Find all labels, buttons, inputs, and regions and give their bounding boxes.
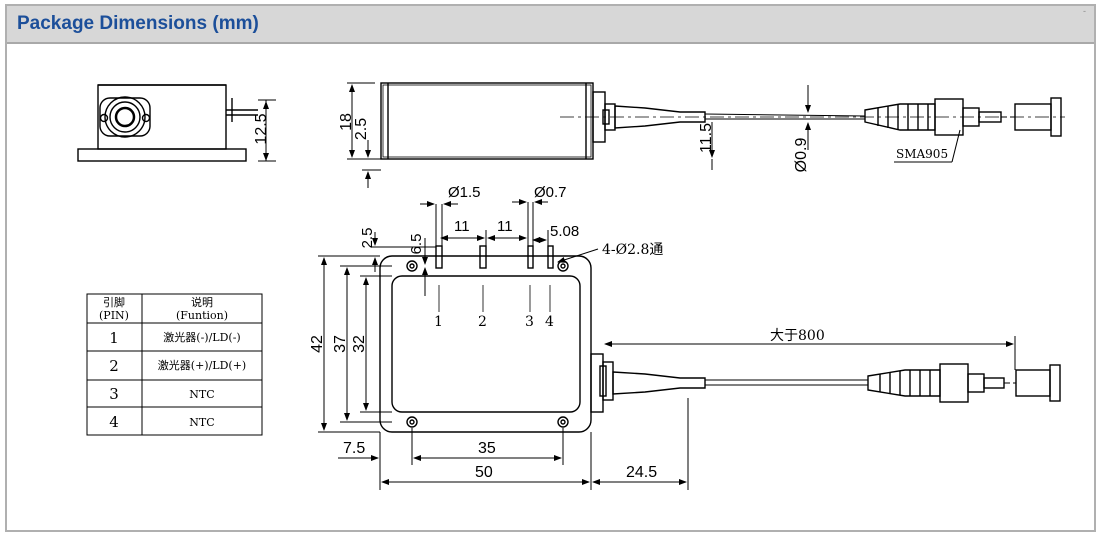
plan-view-flange-outlet: [590, 353, 604, 413]
dim-end-height: 12.5: [253, 113, 270, 144]
dim-ntc-pin-diameter: Ø0.7: [534, 184, 567, 201]
plan-view: [318, 199, 1061, 490]
dim-edge-offset: 2.5: [359, 228, 376, 249]
dim-height-mid: 37: [332, 335, 349, 353]
dim-hole-offset: 7.5: [343, 440, 365, 457]
pin-table-row-4-pin: 4: [109, 413, 119, 431]
mount-hole-br: [557, 416, 569, 428]
mount-hole-tr: [557, 260, 569, 272]
dim-fiber-length: 大于800: [770, 328, 825, 344]
header-corner-mark: -: [1083, 6, 1086, 16]
mount-holes-label: 4-Ø2.8通: [602, 242, 663, 258]
pin-table-header-func-cn: 说明: [191, 295, 213, 309]
pin-label-1: 1: [434, 314, 443, 330]
pin-4: [547, 245, 554, 269]
pin-table-row-4-func: NTC: [189, 416, 214, 429]
pin-label-3: 3: [525, 314, 534, 330]
end-view: [77, 84, 276, 162]
pin-table-row-2-func: 激光器(+)/LD(+): [158, 358, 246, 372]
end-view-port: [104, 96, 146, 138]
dim-hole-pitch: 35: [478, 440, 496, 457]
pin-table-row-3-pin: 3: [109, 385, 119, 403]
pin-table-header-pin-cn: 引脚: [103, 295, 125, 309]
pin-table-header-pin-en: (PIN): [99, 309, 129, 322]
dim-fiber-diameter: Ø0.9: [793, 138, 810, 173]
plan-view-body: [391, 275, 581, 413]
panel-header: Package Dimensions (mm) -: [7, 6, 1094, 44]
pin-table-row-1-func: 激光器(-)/LD(-): [163, 330, 240, 344]
dim-height-outer: 42: [309, 335, 326, 353]
dim-fiber-exit: 24.5: [626, 464, 657, 481]
dim-pin-offset: 5.08: [550, 223, 579, 240]
mount-hole-tl: [406, 260, 418, 272]
pin-2: [479, 245, 487, 269]
dim-base-plate: 2.5: [353, 118, 370, 140]
dim-pin-row-offset: 6.5: [408, 234, 425, 255]
dim-width: 50: [475, 464, 493, 481]
pin-1: [435, 245, 443, 269]
plan-view-flange: [379, 255, 592, 433]
pin-table-row-2-pin: 2: [109, 357, 119, 375]
side-view: [347, 82, 1065, 188]
pin-table: [86, 293, 263, 436]
connector-label: SMA905: [896, 147, 948, 161]
package-dimensions-panel: Package Dimensions (mm) -: [5, 4, 1096, 532]
mount-hole-bl: [406, 416, 418, 428]
pin-table-row-1-pin: 1: [109, 329, 119, 347]
pin-label-4: 4: [545, 314, 554, 330]
dim-pin-diameter: Ø1.5: [448, 184, 481, 201]
pin-table-row-3-func: NTC: [189, 388, 214, 401]
side-view-boot: [864, 103, 936, 131]
pin-label-2: 2: [478, 314, 487, 330]
plan-view-cap: [1015, 369, 1051, 397]
pin-3: [527, 245, 534, 269]
side-view-body: [380, 82, 594, 160]
dim-side-height: 18: [338, 113, 355, 131]
dim-pin-pitch-1: 11: [454, 218, 470, 235]
dim-height-inner: 32: [351, 335, 368, 353]
pin-table-header-func-en: (Funtion): [176, 309, 228, 322]
dim-fiber-height: 11.5: [698, 123, 715, 153]
panel-title: Package Dimensions (mm): [17, 13, 259, 34]
dim-pin-pitch-2: 11: [497, 218, 513, 235]
end-view-base: [77, 148, 247, 162]
